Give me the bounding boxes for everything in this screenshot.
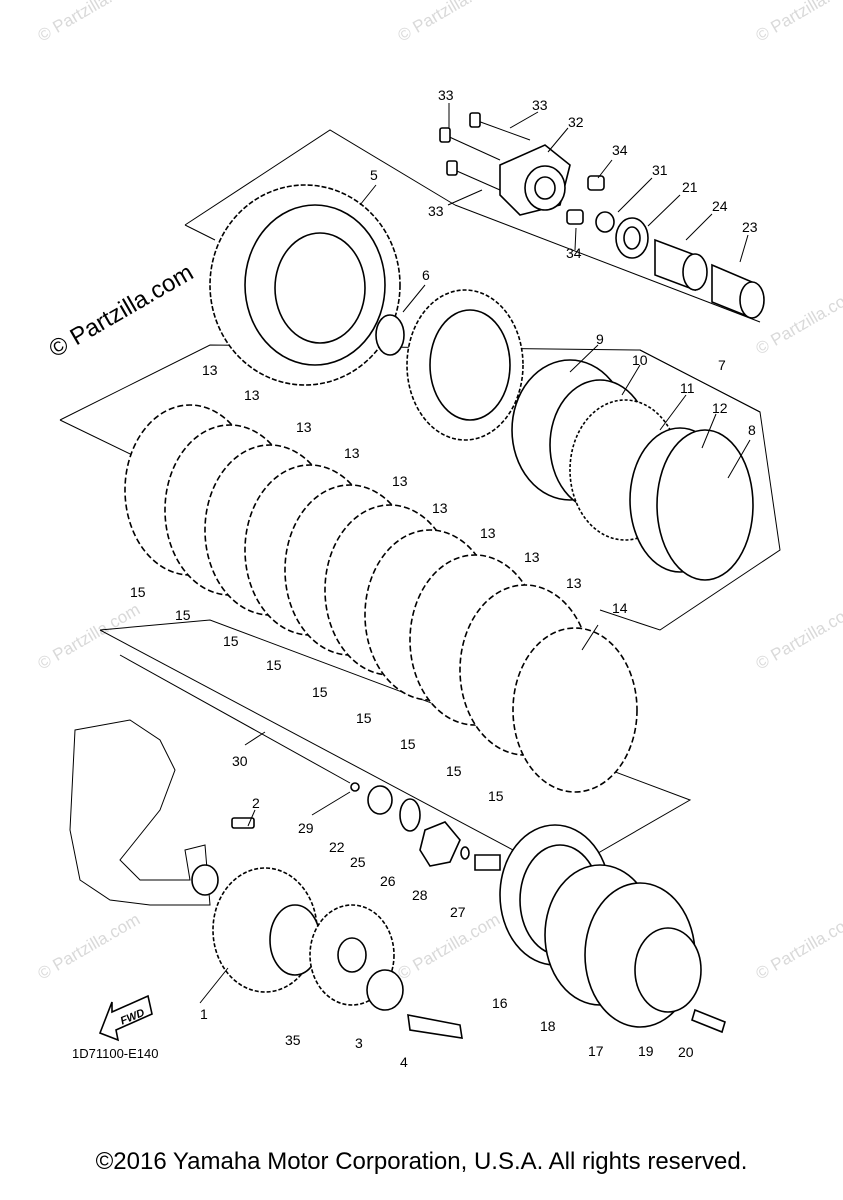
watermark: © Partzilla.com	[753, 600, 843, 674]
callout-7: 7	[718, 357, 726, 373]
callout-5: 5	[370, 167, 378, 183]
clutch-boss	[406, 289, 754, 581]
callout-33: 33	[438, 87, 454, 103]
callout-15: 15	[223, 633, 239, 649]
callout-15: 15	[312, 684, 328, 700]
callout-30: 30	[232, 753, 248, 769]
callout-14: 14	[612, 600, 628, 616]
small-hardware	[367, 785, 501, 871]
callout-16: 16	[492, 995, 508, 1011]
callout-24: 24	[712, 198, 728, 214]
callout-4: 4	[400, 1054, 408, 1070]
callout-13: 13	[392, 473, 408, 489]
callout-13: 13	[480, 525, 496, 541]
watermark: © Partzilla.com	[35, 0, 144, 45]
callout-12: 12	[712, 400, 728, 416]
callout-32: 32	[568, 114, 584, 130]
callout-15: 15	[488, 788, 504, 804]
watermark: © Partzilla.com	[753, 0, 843, 45]
callout-2: 2	[252, 795, 260, 811]
callout-13: 13	[566, 575, 582, 591]
callout-33: 33	[532, 97, 548, 113]
callout-8: 8	[748, 422, 756, 438]
callout-34: 34	[566, 245, 582, 261]
primary-gear	[212, 867, 463, 1039]
callout-15: 15	[175, 607, 191, 623]
callout-29: 29	[298, 820, 314, 836]
callout-13: 13	[244, 387, 260, 403]
leader-lines	[199, 103, 751, 1004]
callout-15: 15	[446, 763, 462, 779]
callout-6: 6	[422, 267, 430, 283]
watermark-large: © Partzilla.com	[45, 259, 199, 363]
watermark: © Partzilla.com	[753, 910, 843, 984]
watermark: © Partzilla.com	[35, 910, 144, 984]
callout-13: 13	[432, 500, 448, 516]
drawing-code: 1D71100-E140	[72, 1046, 159, 1061]
callout-35: 35	[285, 1032, 301, 1048]
callout-28: 28	[412, 887, 428, 903]
callout-34: 34	[612, 142, 628, 158]
callout-13: 13	[524, 549, 540, 565]
watermark: © Partzilla.com	[753, 285, 843, 359]
copyright-footer: ©2016 Yamaha Motor Corporation, U.S.A. A…	[95, 1148, 748, 1175]
watermark: © Partzilla.com	[35, 600, 144, 674]
callout-13: 13	[202, 362, 218, 378]
callout-15: 15	[356, 710, 372, 726]
callout-21: 21	[682, 179, 698, 195]
callout-33: 33	[428, 203, 444, 219]
clutch-housing	[209, 184, 405, 386]
fwd-arrow-icon: FWD	[98, 994, 153, 1042]
callout-15: 15	[130, 584, 146, 600]
callout-13: 13	[344, 445, 360, 461]
callout-11: 11	[680, 380, 695, 396]
callout-22: 22	[329, 839, 345, 855]
watermark: © Partzilla.com	[395, 0, 504, 45]
callout-27: 27	[450, 904, 466, 920]
crankcase	[69, 719, 255, 906]
release-assembly	[439, 112, 765, 320]
callout-26: 26	[380, 873, 396, 889]
lower-clutch-assembly	[499, 824, 726, 1034]
callout-19: 19	[638, 1043, 654, 1059]
callout-23: 23	[742, 219, 758, 235]
callout-20: 20	[678, 1044, 694, 1060]
callouts: 33 33 32 34 31 21 24 23 33 34 5 6 9 10 7…	[130, 87, 758, 1070]
callout-17: 17	[588, 1043, 604, 1059]
callout-15: 15	[400, 736, 416, 752]
callout-3: 3	[355, 1035, 363, 1051]
push-rod	[119, 654, 360, 792]
callout-31: 31	[652, 162, 668, 178]
callout-1: 1	[200, 1006, 208, 1022]
callout-18: 18	[540, 1018, 556, 1034]
callout-10: 10	[632, 352, 648, 368]
friction-plate-stack	[124, 404, 638, 793]
callout-15: 15	[266, 657, 282, 673]
callout-13: 13	[296, 419, 312, 435]
callout-25: 25	[350, 854, 366, 870]
watermark: © Partzilla.com	[395, 910, 504, 984]
callout-9: 9	[596, 331, 604, 347]
